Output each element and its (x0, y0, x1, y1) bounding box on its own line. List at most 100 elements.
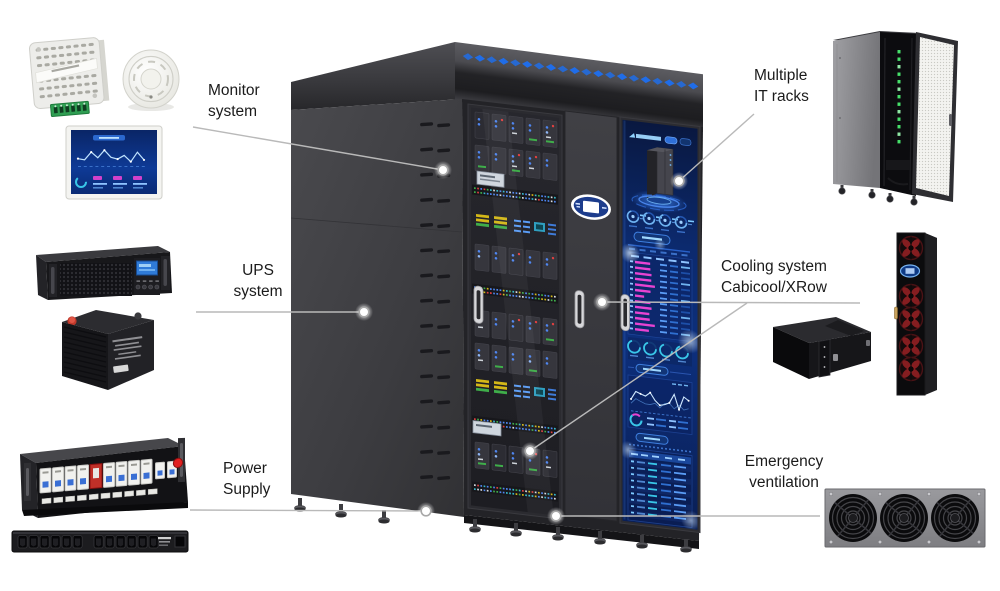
rack-led (897, 57, 901, 61)
callout-line: system (233, 283, 283, 300)
rack-led (897, 102, 901, 106)
right-glass-door (619, 116, 701, 534)
screw (877, 491, 883, 497)
vent-slot (437, 350, 451, 355)
ups-lcd (136, 260, 158, 276)
rack-led-strip (897, 50, 901, 144)
rack-casters (838, 185, 918, 206)
rack-led (897, 132, 901, 136)
leader-cooling-h (601, 301, 861, 304)
modular-data-center-cabinet (290, 41, 703, 553)
roof-led (462, 53, 474, 61)
rack-led (897, 87, 901, 91)
callout-line: Cabicool/XRow (721, 279, 827, 296)
foot (640, 535, 644, 544)
foot (473, 519, 477, 528)
box-cooler-image (773, 317, 871, 379)
side-vent-slots (420, 122, 451, 481)
ups-button (135, 284, 141, 290)
ups-button (154, 284, 160, 290)
leader-dot (670, 172, 688, 190)
screw (926, 491, 932, 497)
foot (339, 504, 343, 513)
roof-led (640, 76, 651, 84)
middle-door (564, 110, 618, 522)
roof-led (486, 56, 497, 64)
callout-emergency-ventilation: Emergency ventilation (731, 451, 837, 493)
server-module-leds (472, 111, 558, 502)
callout-line: Multiple (754, 67, 808, 84)
rack-handle (163, 259, 167, 286)
callout-line: ventilation (749, 474, 819, 491)
screw (877, 539, 883, 545)
pdu-brand-text (158, 537, 171, 540)
power-distribution-cabinet-image (20, 437, 188, 518)
roof-led (474, 54, 486, 62)
vent-slot (420, 147, 434, 152)
cooler-fan-column (898, 235, 924, 382)
red-fan (898, 235, 924, 261)
rack-led (897, 72, 901, 76)
vent-slot (420, 449, 434, 454)
leader-monitor (192, 126, 444, 171)
vent-slot (437, 224, 451, 229)
vent-slot (420, 374, 434, 379)
foot (382, 510, 386, 519)
roof-led (676, 80, 687, 88)
callout-line: Power (223, 460, 267, 477)
leader-dot (593, 293, 611, 311)
vent-slot (420, 122, 434, 127)
callout-line: Emergency (744, 453, 824, 470)
glass-reflection (482, 107, 554, 516)
vent-slot (420, 399, 434, 404)
leveling-feet (294, 498, 692, 553)
ventilation-fan (829, 494, 877, 542)
rack-led (897, 125, 901, 129)
label-strip (41, 488, 158, 505)
callout-cooling-system: Cooling system Cabicool/XRow (721, 256, 827, 298)
callout-multiple-it-racks: Multiple IT racks (754, 65, 809, 107)
leader-power (189, 509, 427, 512)
vent-slot (437, 123, 451, 128)
red-fan (898, 306, 924, 332)
circuit-breaker-row (39, 458, 177, 494)
vent-slot (437, 425, 451, 430)
leader-dot (417, 502, 435, 520)
vent-slot (420, 172, 434, 177)
monitoring-dashboard-screen (622, 120, 698, 530)
ups-buttons (135, 280, 160, 290)
roof-led (687, 82, 699, 90)
it-rack-image (833, 31, 958, 206)
vent-slot (420, 323, 434, 328)
pdu-inlet (174, 535, 186, 548)
rack-led (897, 80, 901, 84)
roof-led (593, 70, 604, 78)
roof-led (581, 68, 592, 76)
callout-leader-lines (189, 113, 861, 517)
roof-led (569, 67, 580, 74)
rack-led (897, 140, 901, 144)
rack-mesh-door (916, 37, 954, 196)
caster (838, 187, 846, 195)
door-handle (949, 114, 952, 126)
caster (886, 195, 894, 203)
tray-fan-row (829, 494, 979, 542)
tray-screws (828, 491, 982, 545)
red-fan (898, 333, 924, 359)
brand-badge (571, 194, 611, 220)
screw (828, 539, 834, 545)
roof-led (616, 73, 628, 81)
callout-ups-system: UPS system (220, 260, 296, 302)
cabinet-crown-front (455, 41, 703, 133)
foot (598, 531, 602, 540)
battery-label-text (112, 336, 143, 373)
vent-slot (437, 274, 451, 279)
ups-button (148, 284, 153, 290)
screw (828, 491, 834, 497)
leader-dots (355, 161, 688, 525)
ups-button (142, 284, 147, 290)
battery-image (62, 310, 154, 390)
temp-humidity-sensor-image (28, 37, 110, 118)
ventilation-fan-tray-image (824, 488, 986, 548)
